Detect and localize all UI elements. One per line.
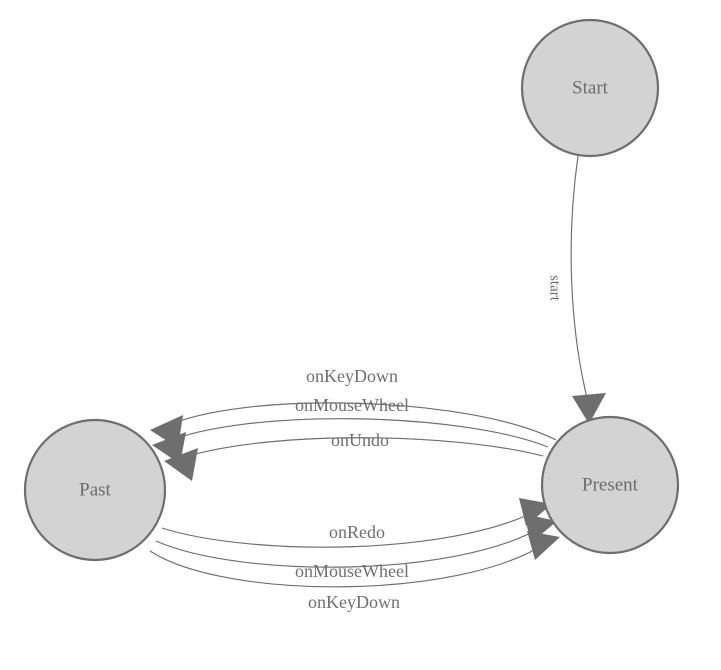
node-past[interactable]: Past	[23, 418, 167, 562]
edge-path-past-present-redo	[161, 509, 539, 548]
edge-present-to-past-keydown[interactable]: onKeyDown	[150, 366, 557, 448]
node-past-circle[interactable]	[23, 418, 167, 562]
edge-label-start: start	[547, 275, 563, 302]
edge-start-to-present[interactable]: start	[547, 155, 606, 424]
edge-label-present-past-keydown: onKeyDown	[306, 366, 398, 386]
node-start-circle[interactable]	[520, 18, 660, 158]
arrowhead-start-present	[572, 393, 606, 424]
edge-path-past-present-mousewheel	[155, 526, 543, 568]
arrowhead-present-past-undo	[164, 448, 198, 481]
edge-label-past-present-redo: onRedo	[329, 522, 385, 542]
edge-label-present-past-mousewheel: onMouseWheel	[295, 395, 409, 415]
edge-path-start-present	[570, 155, 589, 403]
node-present-circle[interactable]	[540, 415, 680, 555]
edge-label-past-present-keydown: onKeyDown	[308, 592, 400, 612]
edge-past-to-present-redo[interactable]: onRedo	[161, 498, 552, 548]
node-present[interactable]: Present	[540, 415, 680, 555]
edge-path-present-past-keydown	[161, 402, 557, 441]
node-past-label: Past	[79, 479, 111, 500]
edge-past-to-present-keydown[interactable]: onKeyDown	[149, 531, 560, 612]
edge-present-to-past-undo[interactable]: onUndo	[164, 430, 544, 481]
edge-path-past-present-keydown	[149, 542, 547, 588]
edge-path-present-past-undo	[175, 437, 544, 461]
node-start-label: Start	[572, 77, 609, 98]
edge-path-present-past-mousewheel	[163, 418, 549, 448]
edge-label-past-present-mousewheel: onMouseWheel	[295, 561, 409, 581]
node-present-label: Present	[582, 474, 639, 495]
arrowhead-past-present-keydown	[527, 531, 560, 560]
edge-label-present-past-undo: onUndo	[331, 430, 389, 450]
node-start[interactable]: Start	[520, 18, 660, 158]
